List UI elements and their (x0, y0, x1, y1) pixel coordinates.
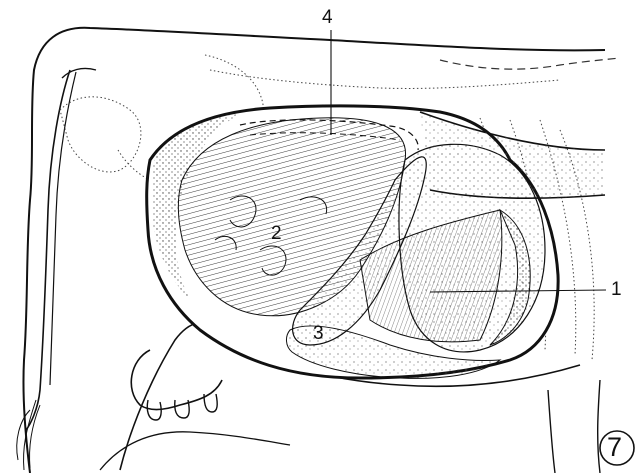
spine-dotted (210, 70, 560, 88)
label-3: 3 (313, 324, 324, 343)
figure-number: 7 (607, 434, 622, 461)
figure-number-badge: 7 (598, 428, 635, 468)
label-2: 2 (271, 224, 282, 243)
tube-fill (420, 112, 605, 198)
pelvis-dotted (60, 97, 141, 172)
tail-edge (50, 72, 76, 385)
upper-dashed (440, 58, 620, 69)
udder (131, 350, 222, 410)
udder-lower (100, 432, 290, 470)
front-leg (548, 390, 555, 473)
label-4: 4 (322, 8, 333, 27)
label-1: 1 (611, 280, 622, 299)
